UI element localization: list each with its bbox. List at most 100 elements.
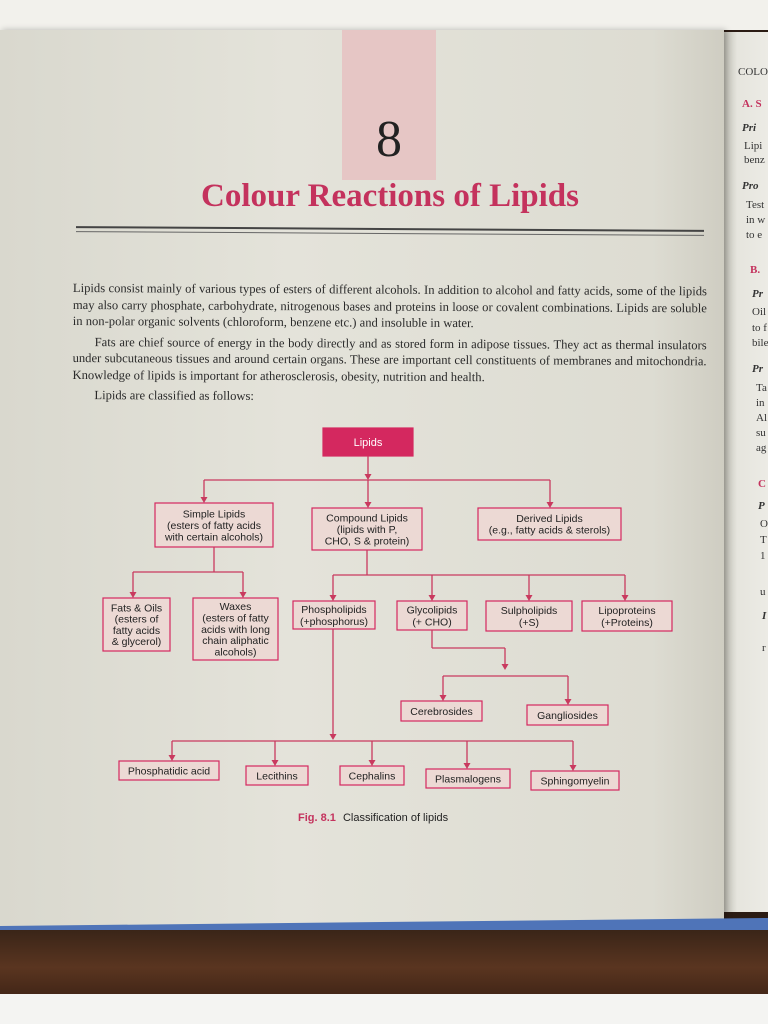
right-page-fragment: B. bbox=[750, 264, 761, 276]
arrow-head bbox=[525, 595, 533, 601]
arrow-head bbox=[271, 760, 279, 766]
node-waxes-box bbox=[192, 597, 279, 661]
right-page-fragment: 1 bbox=[760, 550, 766, 562]
right-page-fragment: Pr bbox=[752, 288, 763, 300]
node-compound-3-label: Lipoproteins bbox=[598, 605, 655, 617]
node-fats-oils-label: Fats & Oils bbox=[111, 602, 162, 614]
arrow-head bbox=[501, 664, 509, 670]
right-page-fragment: Pri bbox=[742, 122, 757, 134]
node-compound-1-box bbox=[396, 600, 468, 631]
node-compound-2-box bbox=[485, 600, 573, 632]
node-waxes-label: acids with long bbox=[201, 624, 270, 636]
node-compound-0-label: (+phosphorus) bbox=[300, 616, 368, 628]
chapter-tab bbox=[342, 30, 436, 180]
node-cerebrosides-box bbox=[400, 700, 483, 722]
right-page-fragment: COLO bbox=[738, 66, 768, 78]
arrow-head bbox=[129, 592, 137, 598]
node-fats-oils-label: (esters of bbox=[115, 614, 159, 626]
right-page-fragment: Ta bbox=[756, 382, 767, 394]
node-level1-1-label: (lipids with P, bbox=[337, 524, 398, 536]
node-fats-oils-label: & glycerol) bbox=[112, 636, 162, 648]
arrow-head bbox=[329, 734, 337, 740]
node-compound-3-label: (+Proteins) bbox=[601, 617, 653, 629]
node-waxes-label: (esters of fatty bbox=[202, 612, 269, 624]
right-page-fragment: P bbox=[758, 500, 765, 512]
arrow-head bbox=[463, 763, 471, 769]
node-phospho-1-label: Lecithins bbox=[256, 770, 297, 782]
node-level1-0-label: (esters of fatty acids bbox=[167, 520, 261, 532]
figure-caption-text: Classification of lipids bbox=[342, 812, 449, 824]
node-level1-2-label: (e.g., fatty acids & sterols) bbox=[489, 525, 610, 537]
node-cerebrosides-label: Cerebrosides bbox=[410, 706, 472, 718]
background-bottom bbox=[0, 994, 768, 1024]
node-compound-3-box bbox=[581, 600, 673, 632]
node-phospho-4-label: Sphingomyelin bbox=[541, 775, 610, 787]
arrow-head bbox=[564, 699, 572, 705]
right-page-fragment: r bbox=[762, 642, 766, 654]
right-page-fragment: Lipi bbox=[744, 140, 763, 152]
arrow-head bbox=[329, 595, 337, 601]
node-lipids-box bbox=[322, 427, 414, 457]
node-phospho-3-label: Plasmalogens bbox=[435, 773, 501, 785]
right-page-fragment: u bbox=[760, 586, 766, 598]
figure-number: Fig. 8.1 bbox=[298, 812, 336, 824]
node-phospho-2-label: Cephalins bbox=[349, 770, 396, 782]
node-phospho-2-box bbox=[339, 765, 405, 786]
node-level1-2-label: Derived Lipids bbox=[516, 513, 583, 525]
node-compound-1-label: Glycolipids bbox=[407, 604, 458, 616]
right-page-fragment: su bbox=[756, 427, 766, 439]
node-waxes-label: chain aliphatic bbox=[202, 635, 269, 647]
right-page-fragment: ag bbox=[756, 442, 767, 454]
arrow-head bbox=[621, 595, 629, 601]
node-phospho-0-label: Phosphatidic acid bbox=[128, 765, 210, 777]
node-waxes-label: alcohols) bbox=[214, 646, 256, 658]
node-level1-1-box bbox=[311, 507, 423, 551]
arrow-head bbox=[439, 695, 447, 701]
node-level1-2-box bbox=[477, 507, 622, 541]
node-fats-oils-box bbox=[102, 597, 171, 652]
node-level1-0-label: Simple Lipids bbox=[183, 508, 245, 520]
node-lipids-label: Lipids bbox=[354, 437, 383, 449]
node-level1-0-box bbox=[154, 502, 274, 548]
right-page-fragment: to e bbox=[746, 229, 763, 241]
node-gangliosides-box bbox=[526, 704, 609, 726]
right-page-fragment: in w bbox=[746, 214, 766, 226]
right-page-fragment: Pro bbox=[742, 180, 759, 192]
node-gangliosides-label: Gangliosides bbox=[537, 710, 598, 722]
right-page-fragment: Oil bbox=[752, 306, 767, 318]
node-waxes-label: Waxes bbox=[220, 601, 252, 613]
node-phospho-1-box bbox=[245, 765, 309, 786]
node-compound-0-box bbox=[292, 600, 376, 630]
arrow-head bbox=[364, 502, 372, 508]
right-page-fragment: Al bbox=[756, 412, 767, 424]
right-page-fragment: T bbox=[760, 534, 767, 546]
arrow-head bbox=[364, 474, 372, 480]
right-page-fragment: Test bbox=[746, 199, 765, 211]
arrow-head bbox=[168, 755, 176, 761]
chapter-number: 8 bbox=[376, 111, 402, 168]
arrow-head bbox=[239, 592, 247, 598]
figure-caption: Fig. 8.1 Classification of lipids bbox=[298, 812, 448, 824]
right-page-fragment: A. S bbox=[742, 98, 762, 110]
right-page-fragment: C bbox=[758, 478, 766, 490]
right-page-fragment: bile bbox=[752, 337, 768, 349]
arrow-head bbox=[200, 497, 208, 503]
right-page-fragment: in bbox=[756, 397, 765, 409]
right-page-fragment: Pr bbox=[752, 363, 763, 375]
right-page-fragment: I bbox=[762, 610, 767, 622]
background-top bbox=[0, 0, 768, 30]
node-compound-2-label: Sulpholipids bbox=[501, 605, 558, 617]
arrow-head bbox=[428, 595, 436, 601]
arrow-head bbox=[569, 765, 577, 771]
node-compound-2-label: (+S) bbox=[519, 617, 539, 629]
node-phospho-0-box bbox=[118, 760, 220, 781]
right-page-fragment: benz bbox=[744, 154, 765, 166]
right-page-fragment: O bbox=[760, 518, 768, 530]
arrow-head bbox=[546, 502, 554, 508]
node-level1-1-label: CHO, S & protein) bbox=[325, 535, 410, 547]
node-compound-0-label: Phospholipids bbox=[301, 604, 366, 616]
chapter-title: Colour Reactions of Lipids bbox=[200, 178, 580, 214]
node-fats-oils-label: fatty acids bbox=[113, 625, 160, 637]
node-phospho-4-box bbox=[530, 770, 620, 791]
